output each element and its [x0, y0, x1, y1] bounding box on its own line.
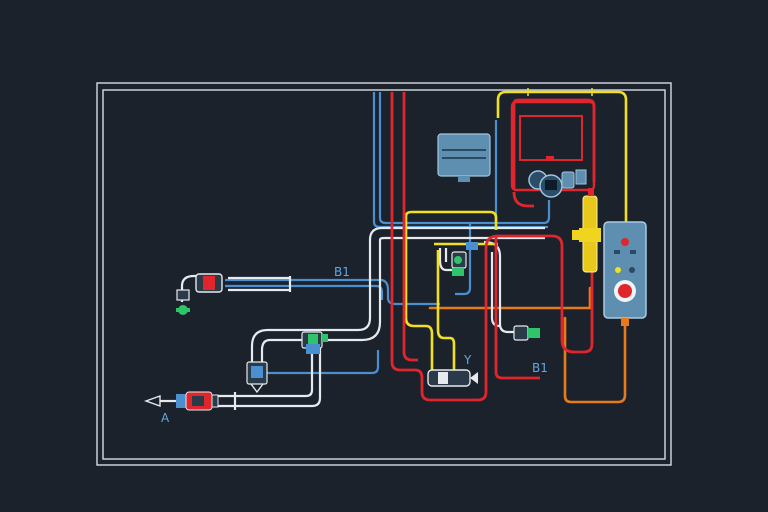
green-valve-middle — [301, 331, 328, 354]
check-valve-right — [513, 325, 540, 341]
yellow-pipe — [404, 90, 628, 382]
orange-pipe — [428, 286, 627, 404]
blue-valve-lower — [246, 361, 268, 394]
control-cabinet — [437, 133, 491, 182]
elbow-valve-left — [176, 273, 223, 315]
pump-assembly — [528, 169, 587, 198]
label-y: Y — [463, 353, 472, 367]
label-b1-right: B1 — [532, 361, 548, 375]
green-valve-upper — [451, 242, 478, 276]
filter-housing — [572, 188, 601, 273]
drawing-frame — [96, 82, 672, 466]
pipe-ticks — [527, 88, 593, 96]
label-a: A — [161, 411, 170, 425]
y-strainer — [427, 369, 478, 387]
inlet-valve-a — [143, 391, 219, 411]
label-b1-top: B1 — [334, 265, 350, 279]
control-panel — [603, 221, 647, 326]
